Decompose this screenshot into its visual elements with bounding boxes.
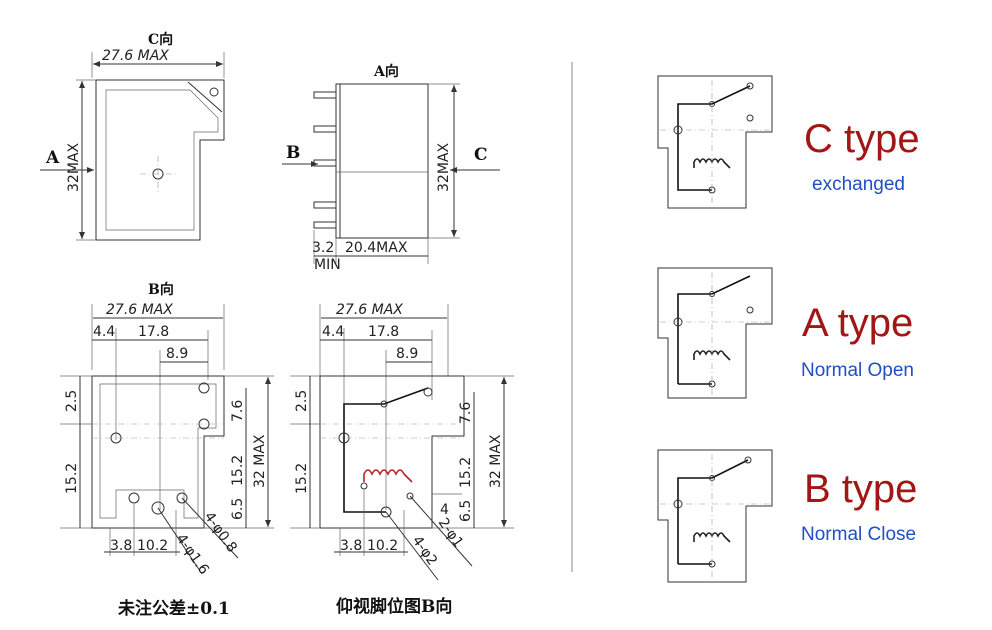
view-bottom-6-5: 6.5 [458, 500, 474, 522]
view-a-arrow-b: B [286, 143, 300, 163]
view-a-pin-length: 3.2 [312, 240, 334, 256]
view-b-15-2b: 15.2 [230, 455, 246, 486]
view-b-width: 27.6 MAX [106, 302, 173, 318]
view-c-outline [95, 79, 225, 241]
view-a-title: A向 [373, 63, 399, 80]
view-b-7-6: 7.6 [230, 400, 246, 422]
view-a-pin-min: MIN [314, 257, 341, 273]
type-b-subtitle: Normal Close [801, 524, 916, 545]
type-b-title: B type [804, 467, 917, 511]
view-bottom-coil [363, 469, 413, 483]
view-b-title: B向 [148, 281, 174, 298]
view-bottom-17-8: 17.8 [368, 324, 399, 340]
view-bottom-32-max: 32 MAX [488, 434, 504, 488]
view-b-hole [151, 501, 165, 515]
view-a-height: 32MAX [436, 143, 452, 192]
view-bottom-3-8: 3.8 [340, 538, 362, 554]
view-c-arrow-a: A [45, 148, 60, 168]
view-c-width: 27.6 MAX [102, 48, 169, 64]
view-b-hole-16: 4-φ1.6 [173, 531, 212, 577]
view-b-2-5: 2.5 [64, 390, 80, 412]
type-a-outline [657, 267, 773, 399]
view-bottom-10-2: 10.2 [367, 538, 398, 554]
view-b-4-4: 4.4 [93, 324, 115, 340]
type-b-panel: B type Normal Close [657, 449, 917, 583]
view-bottom-4: 4 [440, 502, 449, 518]
type-c-title: C type [804, 117, 920, 161]
view-bottom-15-2b: 15.2 [458, 457, 474, 488]
view-a-pins [313, 91, 337, 229]
view-bottom-15-2a: 15.2 [294, 463, 310, 494]
view-c-height: 32MAX [66, 143, 82, 192]
view-b-6-5: 6.5 [230, 498, 246, 520]
bottom-view-caption: 仰视脚位图B向 [336, 596, 452, 617]
type-b-outline [657, 449, 773, 583]
view-b-8-9: 8.9 [166, 346, 188, 362]
view-c-title: C向 [148, 31, 173, 48]
type-c-panel: C type exchanged [657, 75, 920, 209]
type-a-subtitle: Normal Open [801, 360, 914, 381]
view-b-17-8: 17.8 [138, 324, 169, 340]
type-c-coil [693, 158, 731, 169]
tolerance-caption: 未注公差±0.1 [117, 598, 230, 619]
view-b-15-2a: 15.2 [64, 463, 80, 494]
type-c-subtitle: exchanged [812, 174, 905, 195]
type-a-coil [693, 350, 731, 361]
view-b-32-max: 32 MAX [252, 434, 268, 488]
view-a-body [335, 83, 429, 239]
view-a-depth: 20.4MAX [345, 240, 408, 256]
view-b-10-2: 10.2 [137, 538, 168, 554]
view-b-outline [91, 375, 225, 529]
view-a: A向 B C 32MAX 3.2 MIN 20.4MAX [282, 63, 500, 273]
view-bottom-4-4: 4.4 [322, 324, 344, 340]
type-a-panel: A type Normal Open [657, 267, 914, 399]
view-b: B向 27.6 MAX 4.4 17.8 8.9 2.5 15.2 [60, 281, 274, 578]
type-b-coil [693, 532, 731, 543]
view-c: C向 27.6 MAX 32MAX A [40, 31, 225, 241]
view-bottom-2-5: 2.5 [294, 390, 310, 412]
view-b-3-8: 3.8 [110, 538, 132, 554]
type-c-outline [657, 75, 773, 209]
view-bottom-8-9: 8.9 [396, 346, 418, 362]
view-a-arrow-c: C [474, 145, 488, 165]
view-bottom-7-6: 7.6 [458, 402, 474, 424]
type-a-title: A type [802, 301, 913, 345]
view-bottom-width: 27.6 MAX [336, 302, 403, 318]
view-bottom-pin-2: 4-φ2 [409, 533, 441, 568]
view-bottom: 27.6 MAX 4.4 17.8 8.9 2.5 15.2 7.6 [290, 302, 514, 581]
